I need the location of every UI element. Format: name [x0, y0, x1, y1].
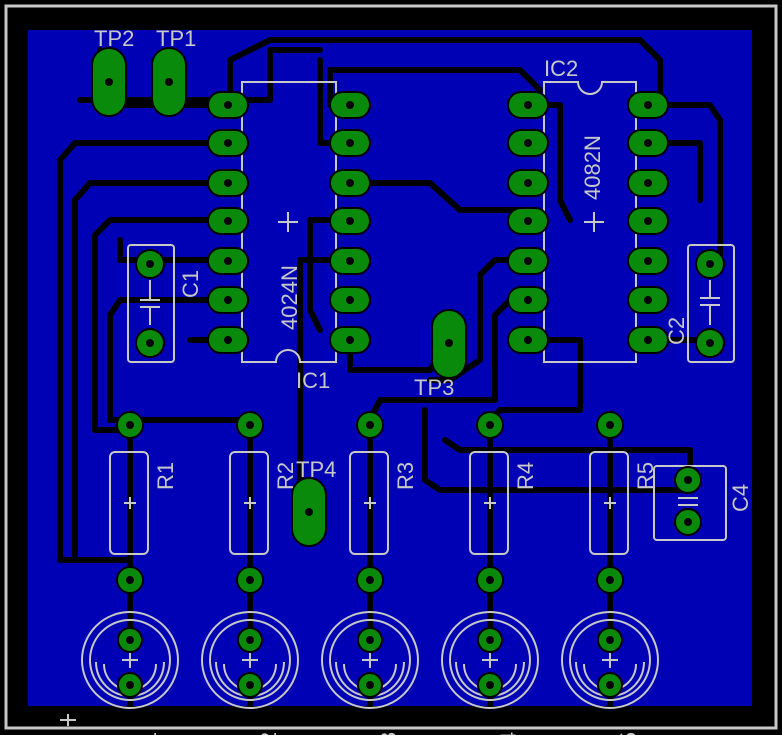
resistor-r5: R5: [589, 411, 658, 594]
board-outline: [4, 4, 778, 730]
led-d4: D4: [441, 611, 539, 735]
d4-label: D4: [496, 732, 521, 735]
led-d1: D1: [81, 611, 179, 735]
d5-label: D5: [616, 732, 641, 735]
ic1-value-label: 4024N: [277, 265, 302, 330]
test-point-tp2: TP2: [91, 26, 134, 117]
resistor-r4: R4: [469, 411, 538, 594]
resistor-r2: R2: [229, 411, 298, 594]
led-d3: D3: [321, 611, 419, 735]
c4-label: C4: [728, 484, 753, 512]
ic2-value-label: 4082N: [580, 135, 605, 200]
d2-label: D2: [256, 732, 281, 735]
c2-label: C2: [664, 317, 689, 345]
ic2-name-label: IC2: [544, 56, 578, 81]
r4-label: R4: [513, 462, 538, 490]
c1-label: C1: [178, 270, 203, 298]
r2-label: R2: [273, 462, 298, 490]
capacitor-c1: C1: [127, 244, 203, 363]
resistor-r3: R3: [349, 411, 418, 594]
ic1-pads: [207, 91, 371, 354]
d3-label: D3: [376, 732, 401, 735]
tp1-label: TP1: [156, 26, 196, 51]
capacitor-c4: C4: [653, 465, 753, 541]
led-d5: D5: [561, 611, 659, 735]
ic1-footprint: 4024N IC1: [241, 81, 337, 393]
tp4-label: TP4: [296, 457, 336, 482]
origin-marker: [60, 714, 76, 726]
tp2-label: TP2: [94, 26, 134, 51]
tp3-label: TP3: [414, 375, 454, 400]
r5-label: R5: [633, 462, 658, 490]
led-d2: D2: [201, 611, 299, 735]
capacitor-c2: C2: [664, 244, 735, 363]
resistor-r1: R1: [109, 411, 178, 594]
ic1-name-label: IC1: [296, 368, 330, 393]
test-point-tp1: TP1: [151, 26, 196, 117]
d1-label: D1: [136, 732, 161, 735]
ic2-footprint: 4082N IC2: [543, 56, 637, 363]
r3-label: R3: [393, 462, 418, 490]
test-point-tp4: TP4: [291, 457, 336, 547]
test-point-tp3: TP3: [414, 309, 467, 400]
ic2-pads: [507, 91, 669, 354]
r1-label: R1: [153, 462, 178, 490]
